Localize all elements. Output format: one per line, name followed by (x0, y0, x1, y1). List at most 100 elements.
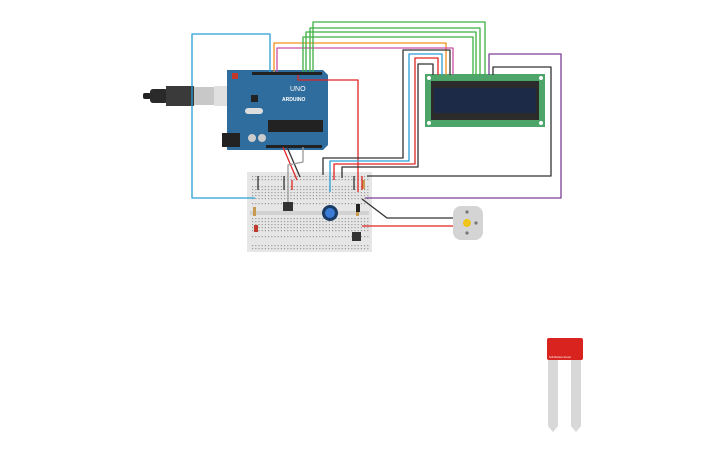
breadboard-hole (364, 248, 366, 250)
breadboard-hole (274, 248, 276, 250)
resistor (362, 180, 365, 189)
breadboard-hole (325, 179, 327, 181)
breadboard-hole (277, 221, 279, 223)
breadboard-hole (306, 186, 308, 188)
breadboard-hole (252, 230, 254, 232)
breadboard-hole (261, 186, 263, 188)
breadboard-hole (322, 221, 324, 223)
lcd-16x2-display[interactable] (425, 74, 545, 127)
breadboard-hole (367, 218, 369, 220)
wire-black[interactable] (367, 66, 552, 177)
breadboard-hole (341, 221, 343, 223)
wire-red[interactable] (282, 146, 298, 181)
breadboard-hole (268, 198, 270, 200)
breadboard-hole (354, 248, 356, 250)
breadboard-hole (274, 179, 276, 181)
breadboard-hole (351, 236, 353, 238)
breadboard-hole (335, 192, 337, 194)
wire-blue[interactable] (329, 53, 443, 192)
breadboard-hole (300, 179, 302, 181)
breadboard-hole (309, 195, 311, 197)
breadboard-hole (280, 176, 282, 178)
breadboard-hole (274, 245, 276, 247)
breadboard-hole (364, 203, 366, 205)
breadboard-hole (348, 189, 350, 191)
breadboard-hole (335, 236, 337, 238)
temperature-sensor[interactable] (283, 202, 293, 211)
breadboard-hole (280, 224, 282, 226)
breadboard-hole (312, 248, 314, 250)
breadboard-hole (335, 195, 337, 197)
wire-purple[interactable] (365, 53, 562, 199)
breadboard-hole (351, 198, 353, 200)
breadboard-hole (309, 186, 311, 188)
breadboard-hole (306, 236, 308, 238)
breadboard-hole (258, 221, 260, 223)
reset-button[interactable] (232, 73, 238, 79)
breadboard-hole (322, 179, 324, 181)
breadboard-hole (344, 195, 346, 197)
breadboard-hole (287, 230, 289, 232)
wire-green[interactable] (305, 31, 477, 75)
red-led[interactable] (254, 225, 258, 232)
wire-pink[interactable] (276, 47, 454, 75)
soil-moisture-sensor[interactable]: Soil Moisture Sensor (547, 338, 583, 432)
wire-green[interactable] (312, 21, 486, 75)
wire-black[interactable] (361, 198, 453, 219)
breadboard[interactable] (247, 172, 372, 252)
breadboard-hole (271, 195, 273, 197)
breadboard-hole (284, 221, 286, 223)
breadboard-hole (367, 227, 369, 229)
breadboard-hole (277, 198, 279, 200)
wire-green[interactable] (302, 36, 474, 75)
power-jack (222, 133, 240, 147)
breadboard-hole (364, 198, 366, 200)
wire-gray[interactable] (287, 147, 304, 202)
breadboard-hole (351, 248, 353, 250)
breadboard-hole (348, 248, 350, 250)
breadboard-hole (312, 179, 314, 181)
breadboard-hole (280, 227, 282, 229)
breadboard-hole (264, 198, 266, 200)
breadboard-hole (348, 186, 350, 188)
breadboard-hole (360, 218, 362, 220)
breadboard-hole (348, 195, 350, 197)
wire-red[interactable] (297, 75, 359, 192)
breadboard-hole (268, 248, 270, 250)
wire-orange[interactable] (273, 42, 447, 75)
wire-black[interactable] (322, 49, 451, 175)
wire-red[interactable] (333, 57, 439, 180)
breadboard-hole (258, 186, 260, 188)
breadboard-hole (290, 218, 292, 220)
transistor[interactable] (352, 232, 361, 241)
breadboard-hole (322, 227, 324, 229)
breadboard-hole (344, 248, 346, 250)
breadboard-hole (277, 230, 279, 232)
arduino-uno-board[interactable]: UNO ARDUINO (222, 70, 328, 150)
breadboard-hole (290, 195, 292, 197)
breadboard-hole (312, 221, 314, 223)
resistor (253, 207, 256, 216)
wire-blue[interactable] (191, 33, 271, 199)
breadboard-hole (351, 218, 353, 220)
atmega-chip (268, 120, 323, 132)
breadboard-hole (354, 224, 356, 226)
breadboard-hole (328, 221, 330, 223)
breadboard-hole (354, 192, 356, 194)
wire-black[interactable] (286, 146, 301, 178)
breadboard-hole (360, 203, 362, 205)
wire-green[interactable] (309, 27, 481, 75)
breadboard-hole (319, 245, 321, 247)
breadboard-hole (332, 198, 334, 200)
breadboard-hole (268, 218, 270, 220)
usb-cable[interactable] (143, 86, 228, 106)
dc-motor[interactable] (453, 206, 483, 240)
breadboard-hole (351, 186, 353, 188)
breadboard-hole (300, 192, 302, 194)
breadboard-hole (300, 203, 302, 205)
wire-black[interactable] (341, 63, 434, 178)
breadboard-hole (309, 236, 311, 238)
breadboard-hole (319, 186, 321, 188)
breadboard-hole (338, 245, 340, 247)
